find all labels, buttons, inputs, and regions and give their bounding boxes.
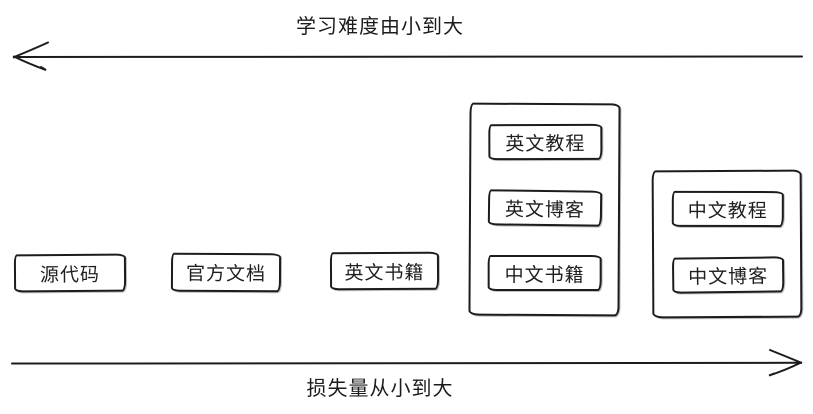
group-box-right: 中文教程 中文博客 bbox=[651, 169, 803, 319]
loss-arrow-right-icon bbox=[11, 349, 803, 377]
box-english-blogs: 英文博客 bbox=[487, 189, 603, 227]
box-english-books: 英文书籍 bbox=[329, 251, 440, 291]
box-chinese-tutorials: 中文教程 bbox=[671, 190, 784, 228]
loss-axis-label: 损失量从小到大 bbox=[306, 378, 454, 400]
difficulty-arrow-left-icon bbox=[12, 41, 803, 71]
box-english-tutorials: 英文教程 bbox=[488, 123, 603, 161]
difficulty-axis-label: 学习难度由小到大 bbox=[296, 16, 464, 38]
box-source-code: 源代码 bbox=[13, 253, 127, 293]
box-chinese-blogs: 中文博客 bbox=[671, 256, 785, 294]
box-official-docs: 官方文档 bbox=[170, 252, 282, 293]
group-box-middle: 英文教程 英文博客 中文书籍 bbox=[468, 102, 621, 317]
box-chinese-books: 中文书籍 bbox=[487, 255, 602, 292]
